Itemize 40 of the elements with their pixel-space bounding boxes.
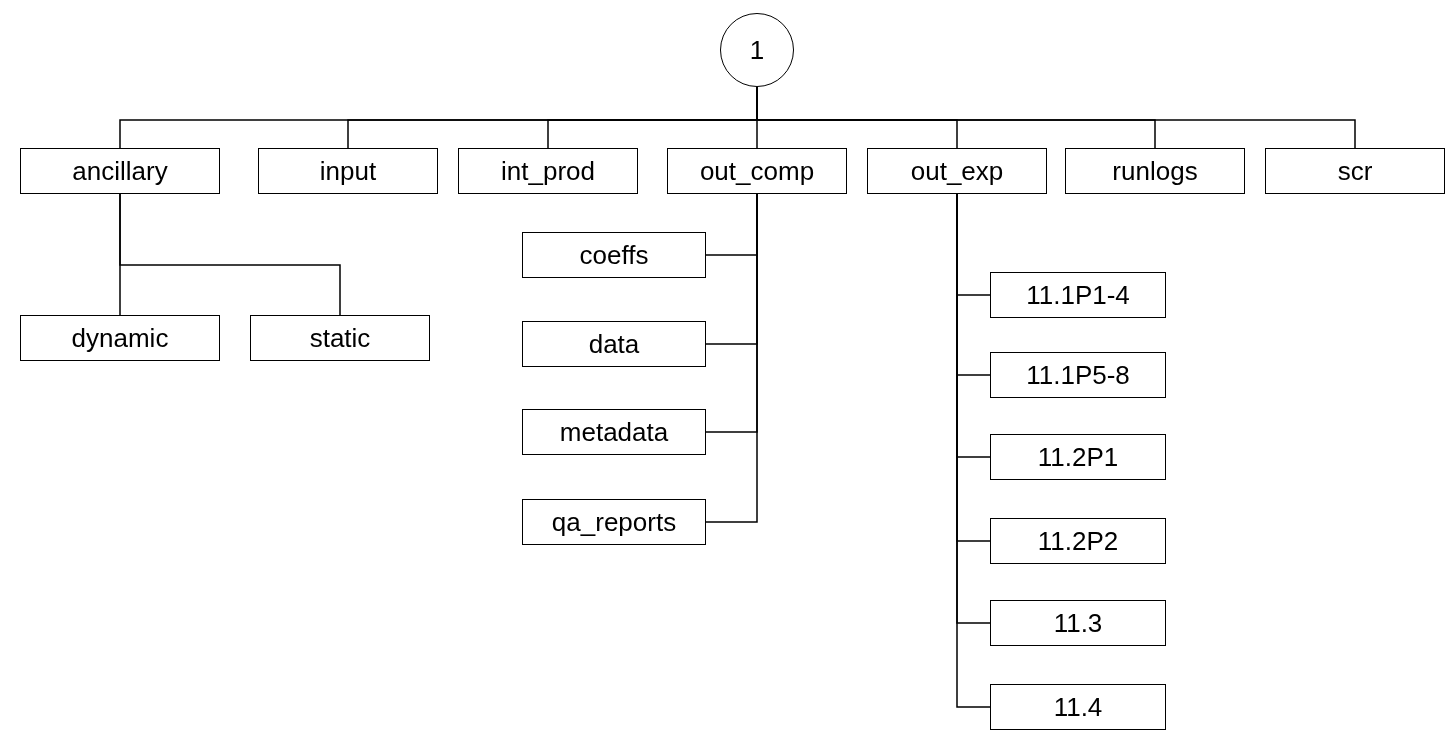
node-label: out_comp: [699, 155, 815, 187]
folder-box: [1065, 148, 1245, 194]
folder-box: [522, 232, 706, 278]
node-label: 11.2P1: [1037, 441, 1119, 473]
node-label: data: [588, 328, 640, 360]
node-label: ancillary: [72, 155, 168, 187]
node-label: int_prod: [501, 155, 595, 187]
folder-box: [990, 434, 1166, 480]
node-label: 11.3: [1053, 607, 1103, 639]
node-label: 11.1P5-8: [1026, 359, 1130, 391]
node-label: metadata: [559, 416, 669, 448]
node-label: static: [309, 322, 371, 354]
node-label: runlogs: [1112, 155, 1198, 187]
node-label: scr: [1337, 155, 1373, 187]
folder-box: [258, 148, 438, 194]
folder-box: [667, 148, 847, 194]
folder-box: [990, 600, 1166, 646]
folder-box: [20, 315, 220, 361]
folder-box: [522, 321, 706, 367]
folder-box: [250, 315, 430, 361]
node-label: input: [319, 155, 377, 187]
folder-box: [867, 148, 1047, 194]
node-label: dynamic: [71, 322, 169, 354]
folder-box: [522, 499, 706, 545]
node-label: 1: [749, 34, 765, 66]
node-label: out_exp: [910, 155, 1004, 187]
node-label: qa_reports: [551, 506, 677, 538]
node-label: 11.1P1-4: [1026, 279, 1130, 311]
folder-box: [458, 148, 638, 194]
folder-box: [522, 409, 706, 455]
folder-box: [990, 272, 1166, 318]
node-label: 11.2P2: [1037, 525, 1119, 557]
folder-box: [990, 684, 1166, 730]
folder-box: [990, 518, 1166, 564]
node-label: coeffs: [579, 239, 649, 271]
node-label: 11.4: [1053, 691, 1103, 723]
connector-line: [119, 193, 341, 316]
folder-box: [1265, 148, 1445, 194]
folder-box: [990, 352, 1166, 398]
folder-box: [20, 148, 220, 194]
